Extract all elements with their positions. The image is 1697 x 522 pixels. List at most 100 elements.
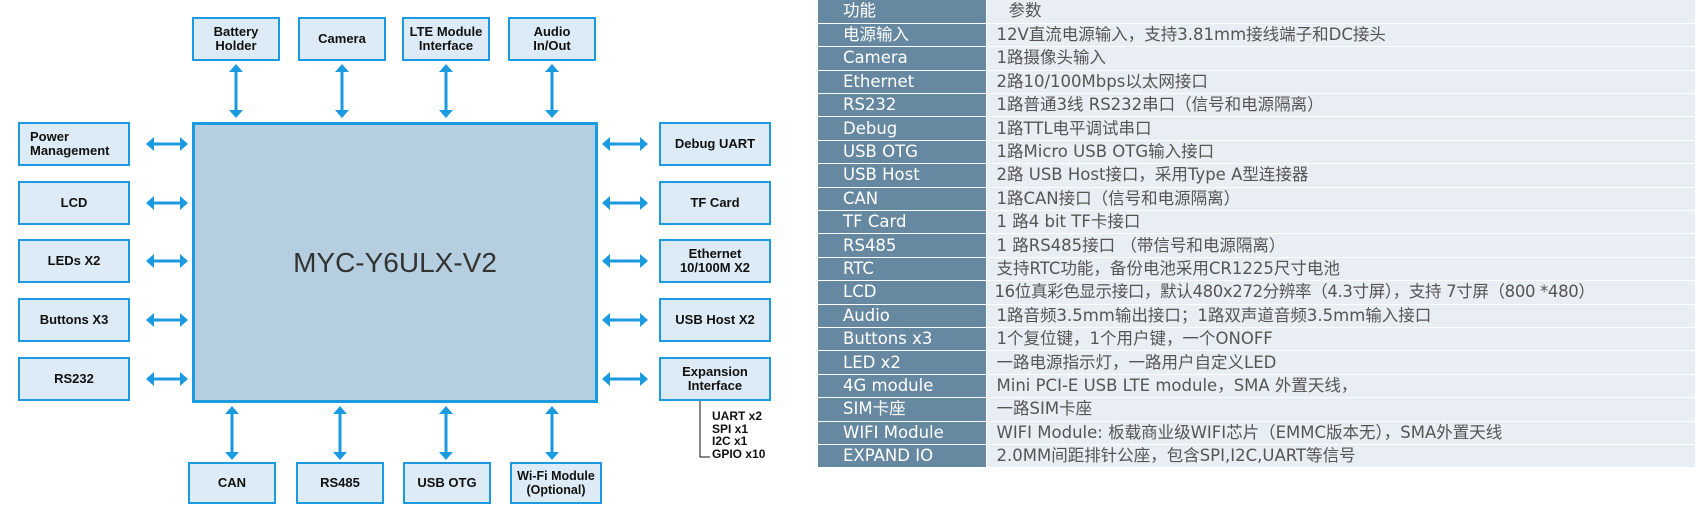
buttons-block: Buttons X3 [18, 298, 130, 342]
bottom-arrow-0 [225, 406, 239, 460]
parameter-cell: 16位真彩色显示接口，默认480x272分辨率（4.3寸屏），支持 7寸屏（80… [986, 280, 1695, 305]
parameter-cell: 2.0MM间距排针公座，包含SPI,I2C,UART等信号 [986, 444, 1695, 469]
parameter-cell: 1个复位键，1个用户键，一个ONOFF [986, 327, 1695, 352]
usb-host-block: USB Host X2 [659, 298, 771, 342]
function-cell: Camera [818, 46, 987, 71]
function-cell: USB Host [818, 163, 987, 188]
lcd-block: LCD [18, 181, 130, 225]
parameter-cell: 1路摄像头输入 [986, 46, 1695, 71]
function-cell: RTC [818, 257, 987, 282]
can-block: CAN [188, 462, 276, 504]
camera-block: Camera [298, 17, 386, 61]
right-arrow-0 [602, 137, 648, 151]
function-cell: 4G module [818, 374, 987, 399]
battery-holder-block: Battery Holder [192, 17, 280, 61]
parameter-cell: 支持RTC功能，备份电池采用CR1225尺寸电池 [986, 257, 1695, 282]
function-cell: RS232 [818, 93, 987, 118]
parameter-cell: 1路CAN接口（信号和电源隔离） [986, 187, 1695, 212]
left-arrow-1 [146, 196, 188, 210]
function-cell: 电源输入 [818, 23, 987, 48]
left-arrow-4 [146, 372, 188, 386]
expansion-signal-list: UART x2 SPI x1 I2C x1 GPIO x10 [712, 409, 766, 461]
parameter-cell: 一路SIM卡座 [986, 397, 1695, 422]
connection-arrows [146, 64, 648, 460]
lte-module-block: LTE Module Interface [402, 17, 490, 61]
top-arrow-1 [335, 64, 349, 118]
ethernet-block: Ethernet 10/100M X2 [659, 239, 771, 283]
header-function: 功能 [818, 0, 987, 24]
parameter-cell: 一路电源指示灯，一路用户自定义LED [986, 350, 1695, 375]
function-cell: WIFI Module [818, 421, 987, 445]
leds-block: LEDs X2 [18, 239, 130, 283]
parameter-cell: 1路Micro USB OTG输入接口 [986, 140, 1695, 165]
right-arrow-2 [602, 254, 648, 268]
bottom-arrow-2 [439, 406, 453, 460]
top-arrow-3 [545, 64, 559, 118]
table-row: SIM卡座一路SIM卡座 [818, 397, 1695, 422]
function-cell: Ethernet [818, 70, 987, 95]
table-header-row: 功能 参数 [818, 0, 1695, 24]
top-arrow-2 [439, 64, 453, 118]
parameter-cell: Mini PCI-E USB LTE module，SMA 外置天线， [986, 374, 1695, 399]
function-cell: CAN [818, 187, 987, 212]
function-cell: TF Card [818, 210, 987, 235]
function-cell: Audio [818, 304, 987, 328]
function-cell: SIM卡座 [818, 397, 987, 422]
expansion-interface-block: Expansion Interface [659, 357, 771, 401]
function-cell: RS485 [818, 233, 987, 258]
function-cell: Buttons x3 [818, 327, 987, 352]
top-arrow-0 [229, 64, 243, 118]
left-arrow-3 [146, 313, 188, 327]
parameter-cell: 1 路4 bit TF卡接口 [986, 210, 1695, 235]
right-arrow-3 [602, 313, 648, 327]
header-parameter: 参数 [986, 0, 1695, 24]
usb-otg-block: USB OTG [403, 462, 491, 504]
debug-uart-block: Debug UART [659, 122, 771, 166]
function-cell: LCD [818, 280, 987, 305]
left-arrow-2 [146, 254, 188, 268]
function-cell: LED x2 [818, 350, 987, 375]
function-cell: Debug [818, 116, 987, 141]
parameter-cell: 1路音频3.5mm输出接口；1路双声道音频3.5mm输入接口 [986, 304, 1695, 328]
right-arrow-1 [602, 196, 648, 210]
rs485-block: RS485 [296, 462, 384, 504]
parameter-cell: 1路普通3线 RS232串口（信号和电源隔离） [986, 93, 1695, 118]
wifi-module-block: Wi-Fi Module (Optional) [510, 462, 602, 504]
block-diagram: MYC-Y6ULX-V2 Battery Holder Camera LTE M… [0, 0, 800, 522]
parameter-cell: 12V直流电源输入，支持3.81mm接线端子和DC接头 [986, 23, 1695, 48]
tf-card-block: TF Card [659, 181, 771, 225]
parameter-cell: WIFI Module: 板载商业级WIFI芯片（EMMC版本无），SMA外置天… [986, 421, 1695, 445]
function-cell: USB OTG [818, 140, 987, 165]
expansion-bracket [699, 401, 710, 458]
parameter-cell: 2路10/100Mbps以太网接口 [986, 70, 1695, 95]
right-arrow-4 [602, 372, 648, 386]
function-cell: EXPAND IO [818, 444, 987, 469]
audio-block: Audio In/Out [508, 17, 596, 61]
parameter-cell: 1路TTL电平调试串口 [986, 116, 1695, 141]
bottom-arrow-1 [333, 406, 347, 460]
core-module-block: MYC-Y6ULX-V2 [192, 122, 598, 403]
rs232-block: RS232 [18, 357, 130, 401]
parameter-cell: 1 路RS485接口 （带信号和电源隔离） [986, 233, 1695, 258]
parameter-cell: 2路 USB Host接口，采用Type A型连接器 [986, 163, 1695, 188]
left-arrow-0 [146, 137, 188, 151]
power-management-block: Power Management [18, 122, 130, 166]
